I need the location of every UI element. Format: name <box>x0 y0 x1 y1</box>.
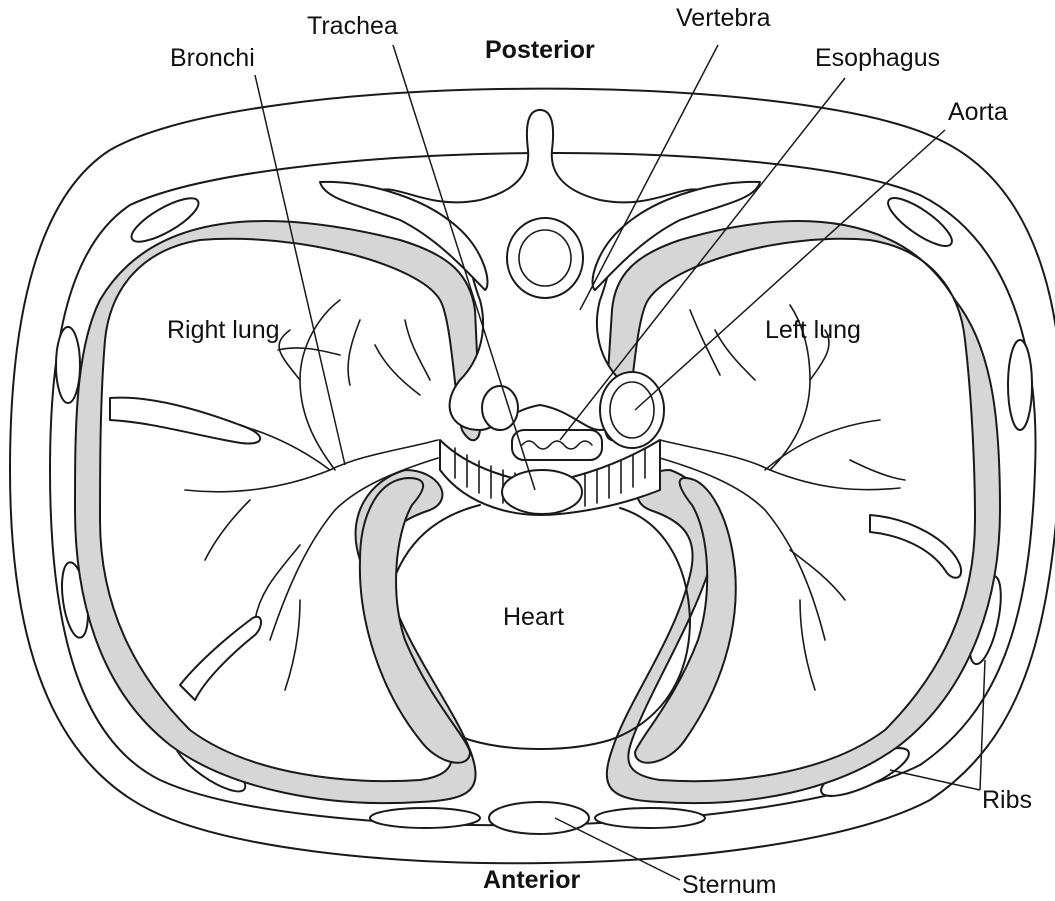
label-left-lung: Left lung <box>765 316 861 344</box>
label-bronchi: Bronchi <box>170 44 255 72</box>
right-lung-fissure <box>110 398 260 444</box>
sternum <box>489 802 589 834</box>
label-heart: Heart <box>503 603 564 631</box>
rib <box>370 808 480 828</box>
label-anterior: Anterior <box>483 866 581 894</box>
label-trachea: Trachea <box>307 12 398 40</box>
trachea <box>502 470 582 514</box>
label-posterior: Posterior <box>485 36 595 64</box>
rib <box>595 808 705 828</box>
label-right-lung: Right lung <box>167 316 280 344</box>
esophagus <box>512 430 602 460</box>
label-esophagus: Esophagus <box>815 44 940 72</box>
label-aorta: Aorta <box>948 98 1008 126</box>
azygos-vein <box>482 386 518 430</box>
leader-ribs-2 <box>890 770 980 790</box>
label-ribs: Ribs <box>982 786 1032 814</box>
leader-bronchi <box>255 75 345 465</box>
rib <box>56 327 80 403</box>
label-sternum: Sternum <box>682 871 776 899</box>
leader-ribs-1 <box>980 660 985 790</box>
rib <box>1008 340 1032 430</box>
right-lung-fissure-lower <box>180 617 261 700</box>
label-vertebra: Vertebra <box>676 4 771 32</box>
left-lung-fissure <box>870 515 961 578</box>
